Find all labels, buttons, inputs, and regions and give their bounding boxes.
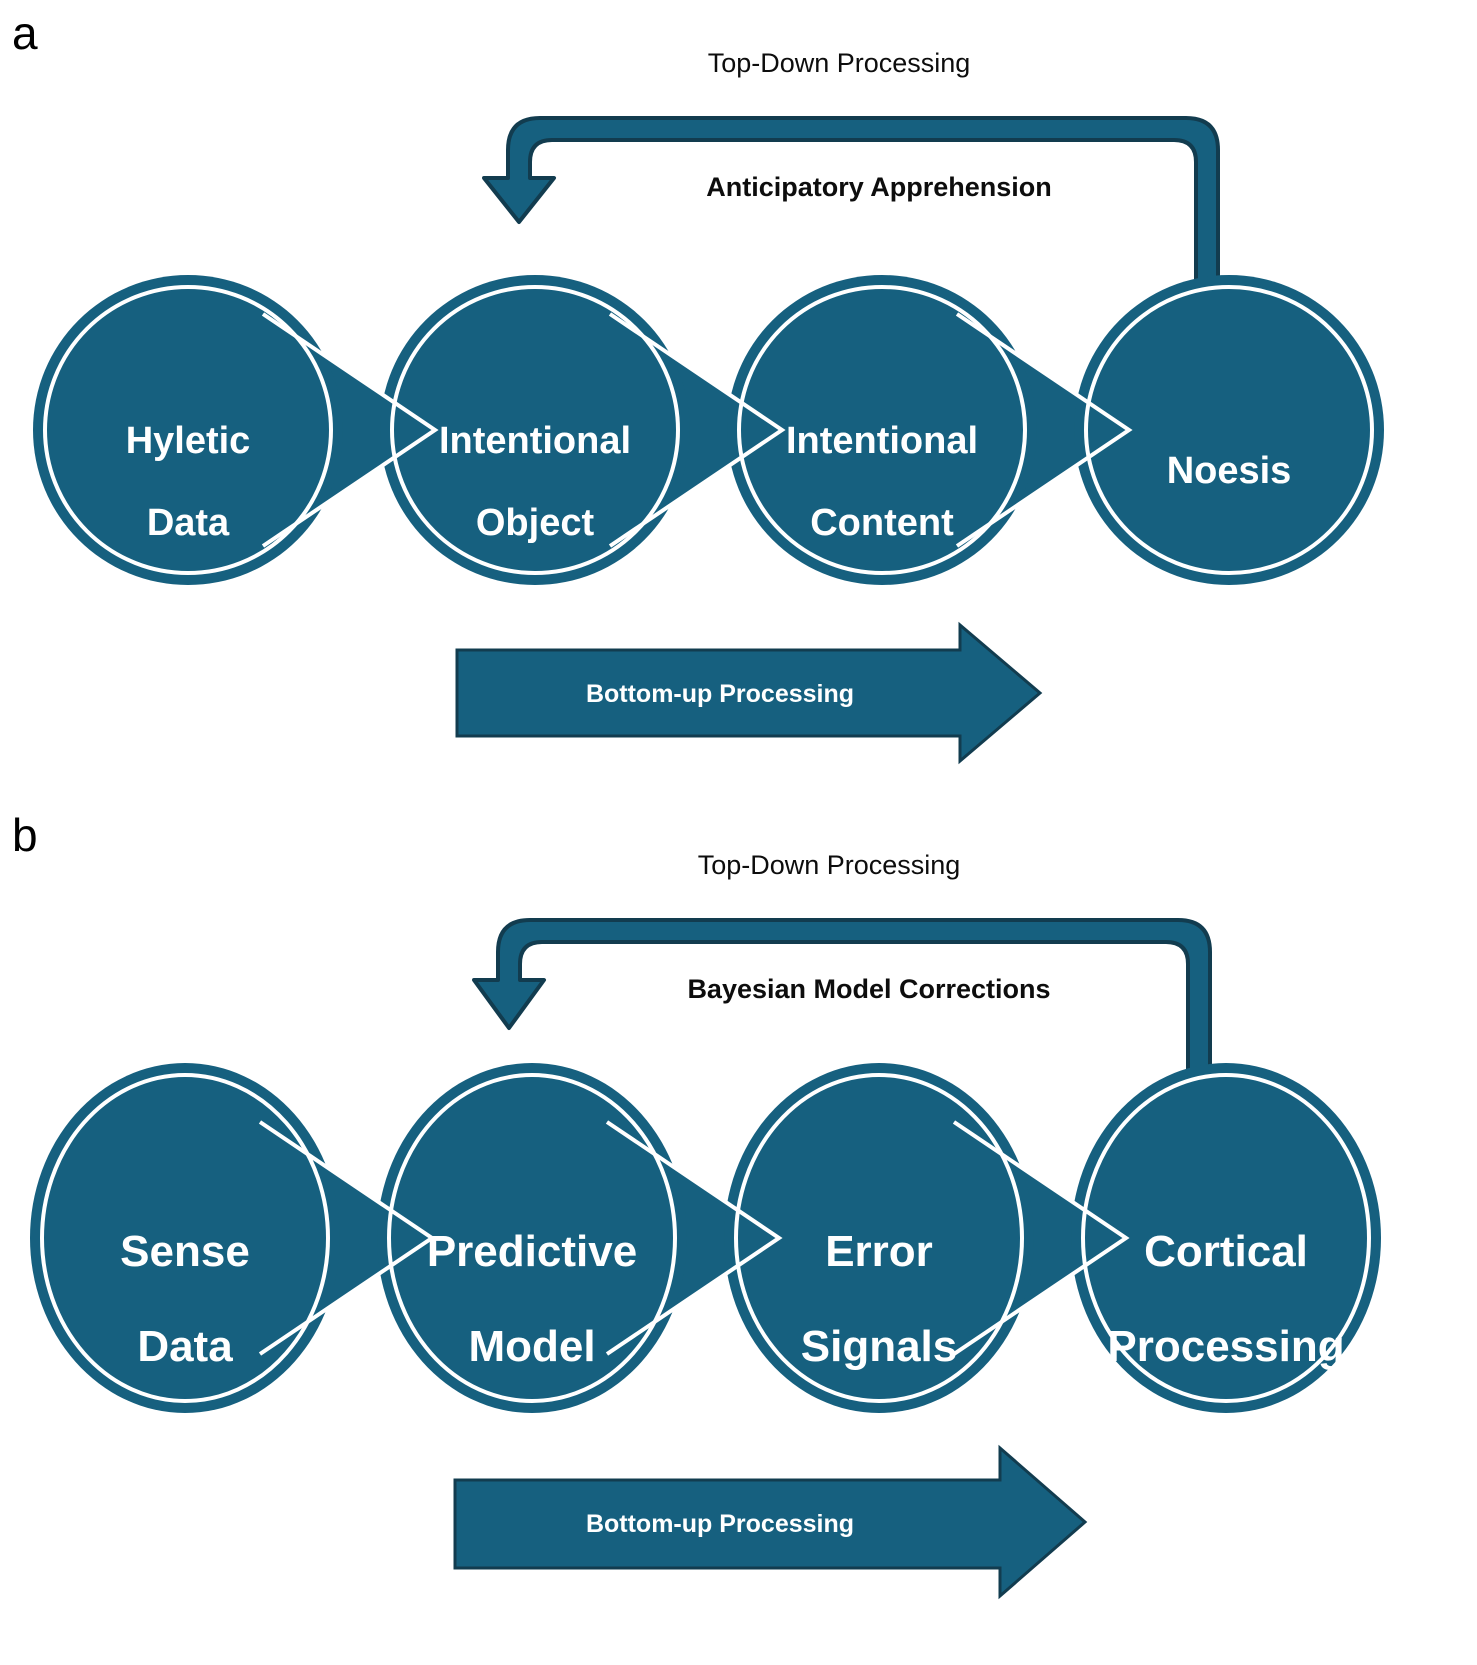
chevron-outlines-b xyxy=(258,1120,1130,1356)
panel-b-graphics xyxy=(30,918,1381,1600)
top-down-feedback-arrow-a xyxy=(482,116,1220,322)
bottom-up-processing-label-a: Bottom-up Processing xyxy=(585,680,855,708)
node-circle-a-0 xyxy=(33,275,343,585)
node-circle-b-1 xyxy=(377,1063,687,1413)
top-down-processing-label-a: Top-Down Processing xyxy=(707,48,971,78)
feedback-mechanism-label-a: Anticipatory Apprehension xyxy=(706,172,1052,202)
bottom-up-arrow-a xyxy=(455,621,1043,765)
bottom-up-processing-label-b: Bottom-up Processing xyxy=(585,1510,855,1538)
panel-a: a xyxy=(0,0,1477,800)
node-circle-b-2 xyxy=(724,1063,1034,1413)
panel-a-graphics xyxy=(33,116,1384,765)
node-circle-a-3 xyxy=(1074,275,1384,585)
top-down-feedback-arrow-b xyxy=(472,918,1212,1092)
panel-label-a: a xyxy=(12,7,38,59)
panel-b: b xyxy=(0,800,1477,1665)
node-circle-a-1 xyxy=(380,275,690,585)
panel-label-b: b xyxy=(12,809,38,861)
chevron-outlines-a xyxy=(261,312,1133,548)
feedback-mechanism-label-b: Bayesian Model Corrections xyxy=(687,974,1051,1004)
top-down-processing-label-b: Top-Down Processing xyxy=(697,850,961,880)
node-circle-b-0 xyxy=(30,1063,340,1413)
bottom-up-arrow-b xyxy=(453,1444,1088,1600)
node-circle-a-2 xyxy=(727,275,1037,585)
node-circle-b-3 xyxy=(1071,1063,1381,1413)
